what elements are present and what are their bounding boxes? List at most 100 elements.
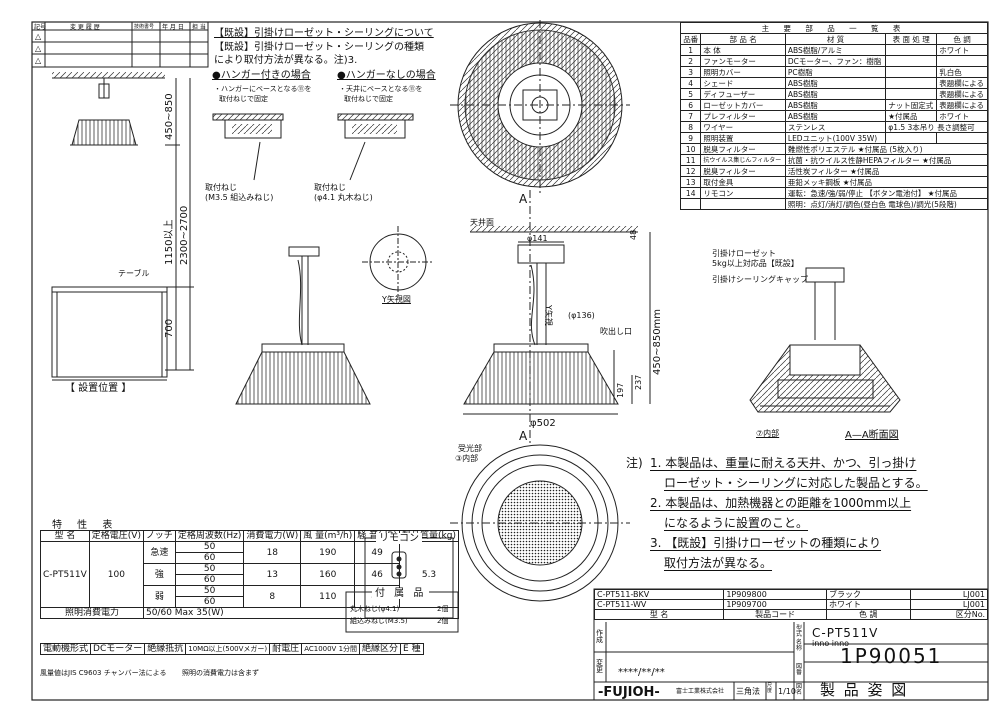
rosette-spec: 5kg以上対応品【既設】 xyxy=(712,259,799,268)
section-mark-top: A xyxy=(519,192,528,206)
spec-notch-3: 弱 xyxy=(142,585,176,608)
spec-power-3: 8 xyxy=(243,585,302,608)
receiver-label: 受光部 xyxy=(458,444,482,453)
spec-footnote-1: 風量値はJIS C9603 チャンバー法による xyxy=(40,669,167,677)
insulation-value: 10MΩ以上(500Vメガー) xyxy=(185,643,271,655)
parts-cell-2-2: PC樹脂 xyxy=(784,66,887,78)
note-3a: 3. 【既設】引掛けローゼットの種類により xyxy=(650,536,882,550)
parts-cell-7-1: ワイヤー xyxy=(700,121,786,133)
install-note-line2: により取付方法が異なる。注)3. xyxy=(214,55,358,66)
parts-cell-13-0: 14 xyxy=(679,187,702,199)
scale-label: 尺度 xyxy=(767,683,773,694)
tb-h-code: 製品コード xyxy=(723,609,827,620)
spec-h-model: 型 名 xyxy=(40,530,90,542)
parts-cell-6-1: プレフィルター xyxy=(700,110,786,122)
spec-freq-2a: 50 xyxy=(174,563,245,575)
spec-air-2: 160 xyxy=(300,563,356,586)
projection: 三角法 xyxy=(736,687,760,696)
hanger-yes-desc1: ・ハンガーにベースとなる⑪を xyxy=(214,85,312,93)
variant-2-div: LJ001 xyxy=(909,599,989,610)
parts-cell-8-3 xyxy=(885,132,938,144)
tb-h-div: 区分No. xyxy=(909,609,989,620)
dim-700: 700 xyxy=(164,318,175,338)
variant-1-code: 1P909800 xyxy=(723,589,827,600)
parts-cell-9-1: 脱臭フィルター xyxy=(700,143,786,155)
note-2b: になるように設置のこと。 xyxy=(664,516,809,530)
spec-light-label: 照明消費電力 xyxy=(40,607,144,619)
parts-cell-5-1: ローゼットカバー xyxy=(700,99,786,111)
parts-cell-8-1: 照明装置 xyxy=(700,132,786,144)
parts-cell-1-0: 2 xyxy=(679,55,702,67)
rev-col-person: 担 当 xyxy=(192,24,206,31)
variant-table: C-PT511-BKV 1P909800 ブラック LJ001 C-PT511-… xyxy=(593,589,989,620)
parts-cell-4-4: 表題欄による xyxy=(936,88,988,100)
parts-cell-12-1: 取付金具 xyxy=(700,176,786,188)
spec-h-freq: 定格周波数(Hz) xyxy=(174,530,245,542)
screw2-title: 取付ねじ xyxy=(314,183,346,192)
title-block-lines xyxy=(594,622,988,700)
spec-power-1: 18 xyxy=(243,541,302,564)
parts-cell-4-0: 5 xyxy=(679,88,702,100)
variant-2-model: C-PT511-WV xyxy=(593,599,725,610)
hanger-yes-title: ●ハンガー付きの場合 xyxy=(212,70,311,81)
parts-cell-0-0: 1 xyxy=(679,44,702,56)
parts-header-1: 部 品 名 xyxy=(700,33,786,45)
parts-cell-3-0: 4 xyxy=(679,77,702,89)
install-note-title: 【既設】引掛けローゼット・シーリングについて xyxy=(214,28,434,39)
spec-h-notch: ノッチ xyxy=(142,530,176,542)
spec-electrical-table: 電動機形式 DCモーター 絶縁抵抗 10MΩ以上(500Vメガー) 耐電圧 AC… xyxy=(39,643,424,655)
spec-air-1: 190 xyxy=(300,541,356,564)
spec-freq-3b: 60 xyxy=(174,596,245,608)
parts-cell-9-0: 10 xyxy=(679,143,702,155)
position-caption: 【 設置位置 】 xyxy=(65,383,132,394)
parts-cell-6-3: ★付属品 xyxy=(885,110,938,122)
drawing-name: 製 品 姿 図 xyxy=(820,681,909,699)
spec-freq-2b: 60 xyxy=(174,574,245,586)
name-label: 名称 xyxy=(796,639,803,652)
spec-power-2: 13 xyxy=(243,563,302,586)
drawing-name-label: 図名 xyxy=(796,683,803,696)
parts-cell-0-3 xyxy=(885,44,938,56)
dim-502: φ502 xyxy=(530,418,556,429)
hanger-no-desc1: ・天井にベースとなる⑪を xyxy=(339,85,423,93)
dim-197: 197 xyxy=(616,382,625,398)
tb-h-model: 型 名 xyxy=(593,609,725,620)
outlet-label: 吹出し口 xyxy=(600,327,632,336)
spec-footnote-2: 照明の消費電力は含まず xyxy=(182,669,259,677)
rev-mark-2: △ xyxy=(35,44,42,53)
cap-label: 引掛けシーリングキャップ xyxy=(712,275,808,284)
spec-h-voltage: 定格電圧(V) xyxy=(88,530,144,542)
parts-cell-5-3: ナット固定式 xyxy=(885,99,938,111)
note-1b: ローゼット・シーリングに対応した製品とする。 xyxy=(664,476,928,490)
inner3-label: ③内部 xyxy=(455,454,479,463)
parts-cell-0-2: ABS樹脂/アルミ xyxy=(784,44,887,56)
parts-cell-7-0: 8 xyxy=(679,121,702,133)
parts-cell-10-2: 抗菌・抗ウイルス性静HEPAフィルター ★付属品 xyxy=(784,154,989,166)
rosette-label: 引掛けローゼット xyxy=(712,249,776,258)
note-1a: 1. 本製品は、重量に耐える天井、かつ、引っ掛け xyxy=(650,456,917,470)
parts-cell-6-4: ホワイト xyxy=(936,110,988,122)
tb-h-color: 色 調 xyxy=(825,609,911,620)
accessory-2: 組込みねじ(M3.5) xyxy=(350,617,408,625)
spec-freq-1b: 60 xyxy=(174,552,245,564)
parts-cell-7-3: φ1.5 3本吊り 長さ調整可 xyxy=(885,121,988,133)
type-value: C-PT511V xyxy=(812,626,879,640)
accessory-1-qty: 2個 xyxy=(437,605,449,613)
motor-type: DCモーター xyxy=(90,643,146,655)
parts-cell-6-2: ABS樹脂 xyxy=(784,110,887,122)
ceiling-label: 天井面 xyxy=(470,218,494,227)
parts-cell-5-4: 表題欄による xyxy=(936,99,988,111)
